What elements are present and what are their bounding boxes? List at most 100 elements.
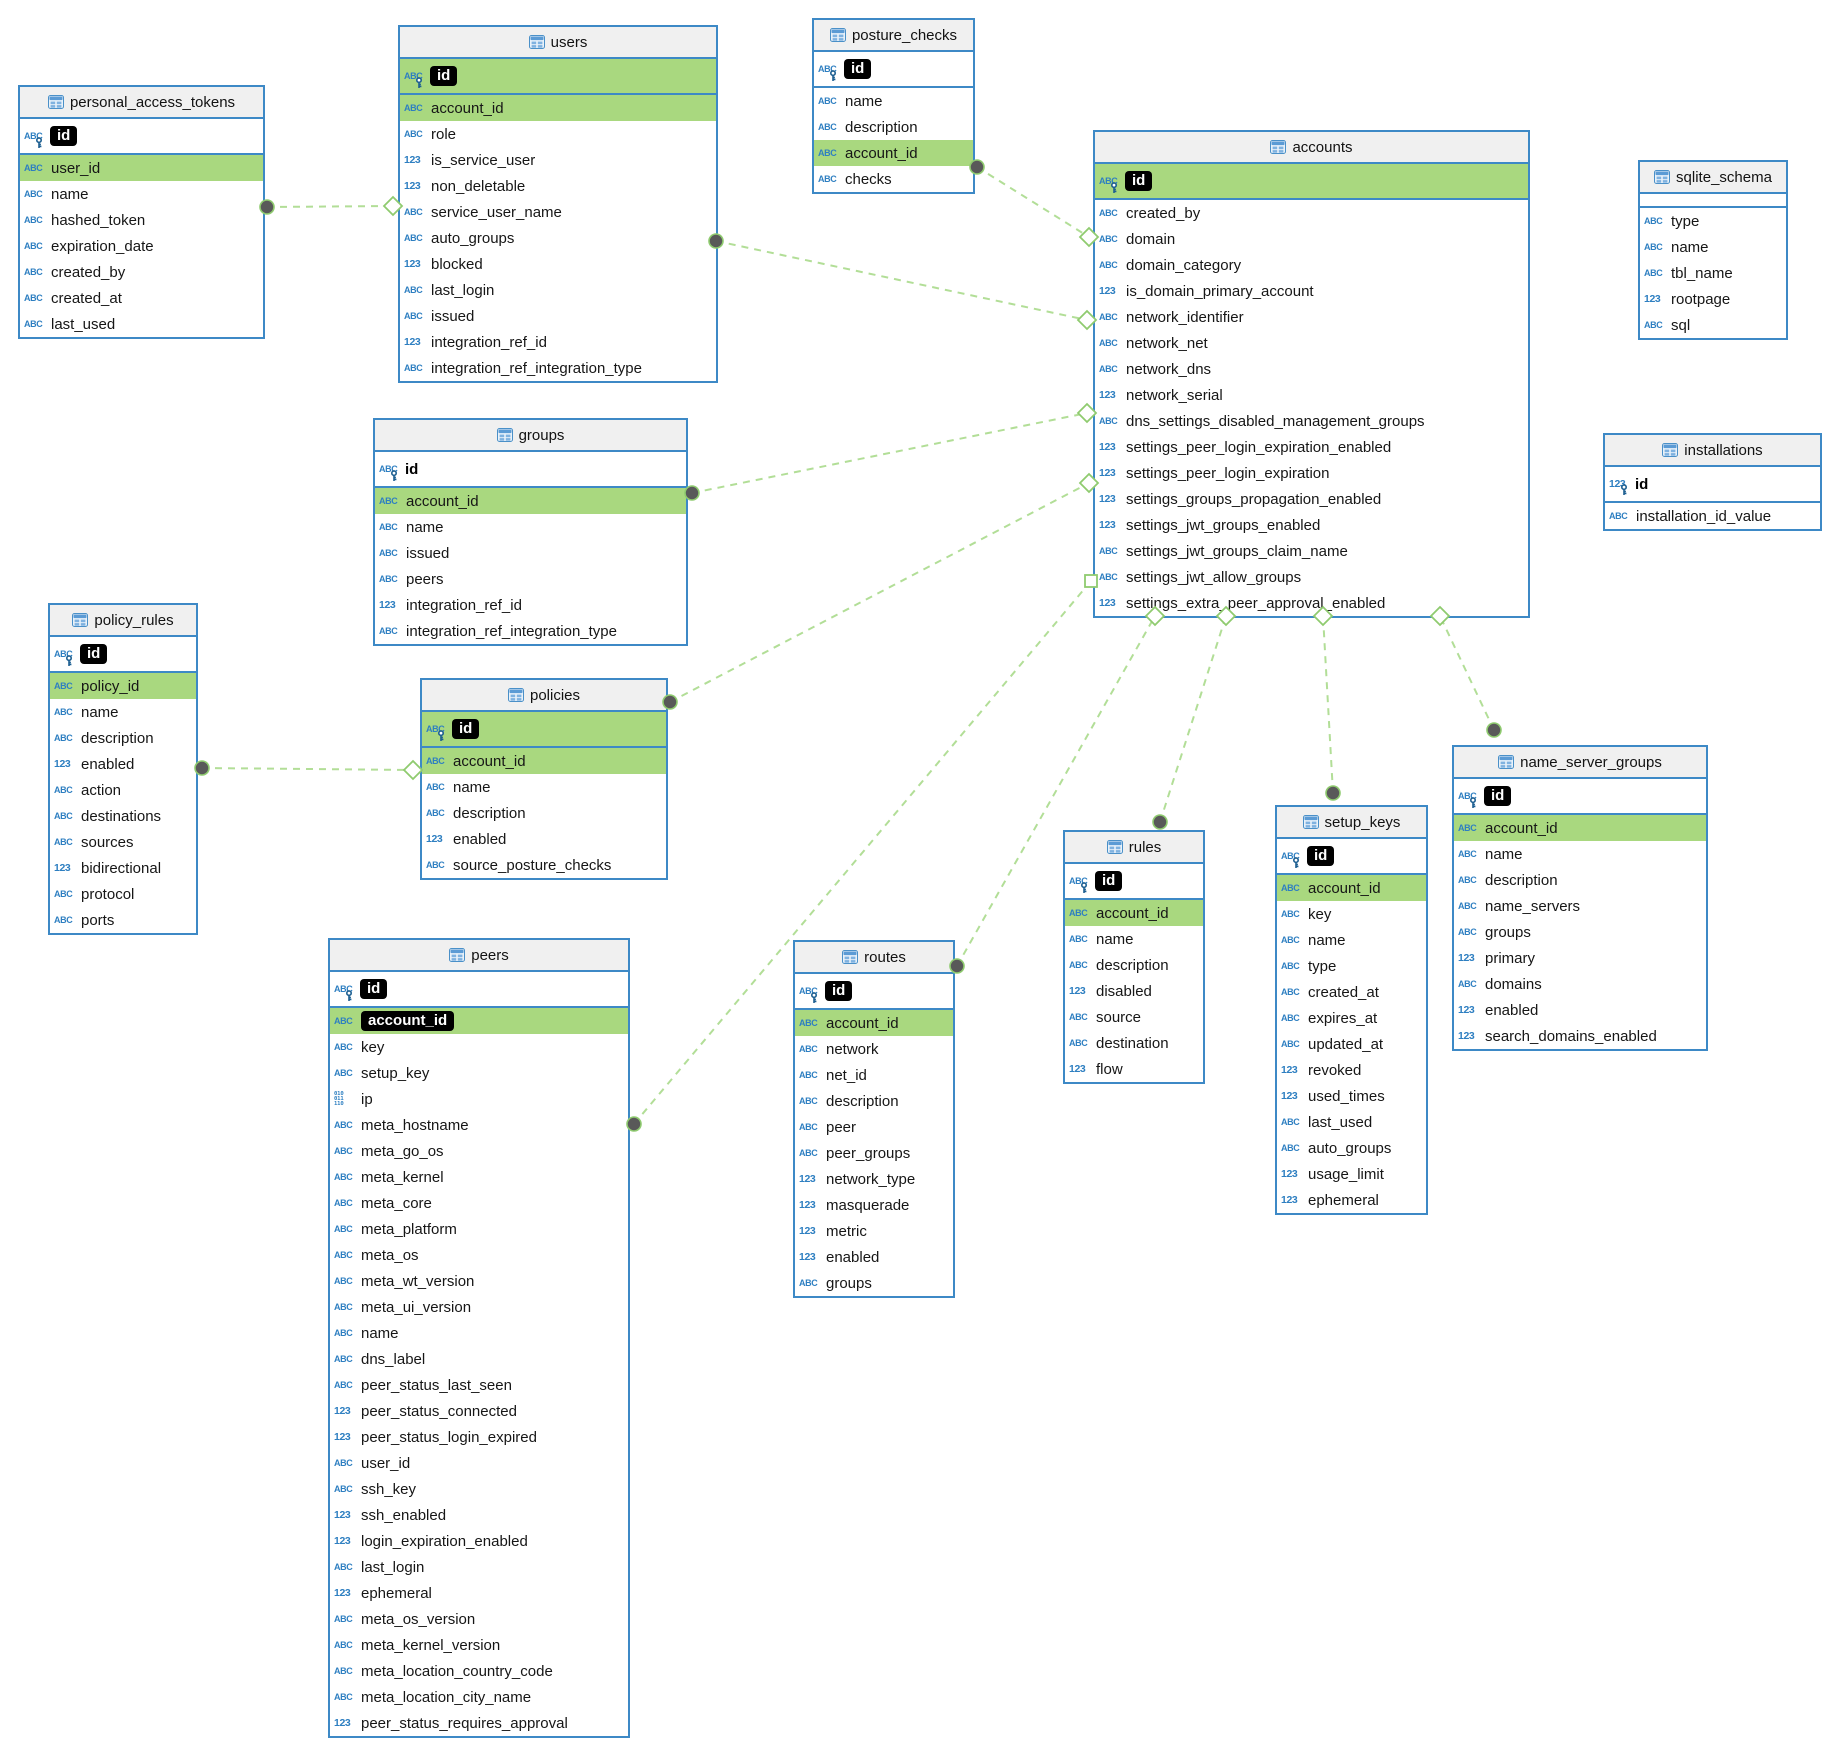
table-header[interactable]: rules [1065,832,1203,864]
table-header[interactable]: policy_rules [50,605,196,637]
table-header[interactable]: installations [1605,435,1820,467]
table-header[interactable]: name_server_groups [1454,747,1706,779]
table-header[interactable]: policies [422,680,666,712]
table-header[interactable]: accounts [1095,132,1528,164]
relationship-line-policy_rules-policies[interactable] [201,767,414,771]
relationship-line-name_server_groups-accounts[interactable] [1439,615,1495,731]
table-header[interactable]: sqlite_schema [1640,162,1786,194]
table-header[interactable]: routes [795,942,953,974]
table-header[interactable]: peers [330,940,628,972]
relationship-line-rules-accounts[interactable] [1159,615,1227,823]
table-header[interactable]: personal_access_tokens [20,87,263,119]
relationship-line-routes-accounts[interactable] [956,615,1156,967]
table-header[interactable]: groups [375,420,686,452]
